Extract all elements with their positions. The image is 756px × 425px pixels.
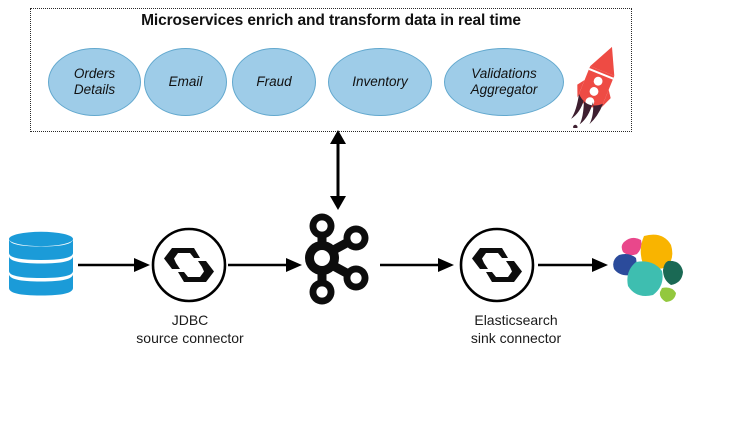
arrow-kafka-to-elasticsearch-connector (380, 258, 454, 272)
microservice-label: Inventory (352, 74, 408, 90)
kafka-connect-icon-jdbc[interactable] (150, 226, 228, 304)
elasticsearch-connector-label: Elasticsearch sink connector (420, 312, 612, 347)
arrow-jdbc-to-kafka (228, 258, 302, 272)
microservice-label: Fraud (256, 74, 292, 90)
elasticsearch-label-line2: sink connector (470, 329, 562, 346)
microservice-orders-details[interactable]: Orders Details (48, 48, 141, 116)
microservice-label-line2: Details (73, 82, 116, 97)
microservices-title: Microservices enrich and transform data … (141, 12, 521, 29)
microservice-label-line2: Aggregator (470, 82, 538, 97)
arrow-database-to-jdbc (78, 258, 150, 272)
jdbc-connector-label: JDBC source connector (99, 312, 281, 347)
microservice-email[interactable]: Email (144, 48, 227, 116)
database-icon (9, 231, 73, 296)
rocket-icon (571, 46, 615, 128)
arrow-connector-to-elasticsearch (538, 258, 608, 272)
microservice-validations-aggregator[interactable]: Validations Aggregator (444, 48, 564, 116)
microservice-label: Orders Details (74, 66, 115, 98)
microservice-label-line1: Orders (73, 66, 116, 82)
microservice-fraud[interactable]: Fraud (232, 48, 316, 116)
microservice-inventory[interactable]: Inventory (328, 48, 432, 116)
elasticsearch-icon (613, 234, 683, 302)
microservice-label-line1: Validations (471, 66, 537, 82)
microservice-label: Email (168, 74, 203, 90)
jdbc-label-line1: JDBC (171, 312, 209, 328)
elasticsearch-label-line1: Elasticsearch (474, 312, 558, 328)
apache-kafka-icon (305, 213, 369, 305)
jdbc-label-line2: source connector (136, 329, 244, 346)
microservice-label: Validations Aggregator (471, 66, 538, 98)
kafka-connect-icon-elasticsearch[interactable] (458, 226, 536, 304)
bidirectional-arrow-kafka-microservices (330, 130, 346, 210)
